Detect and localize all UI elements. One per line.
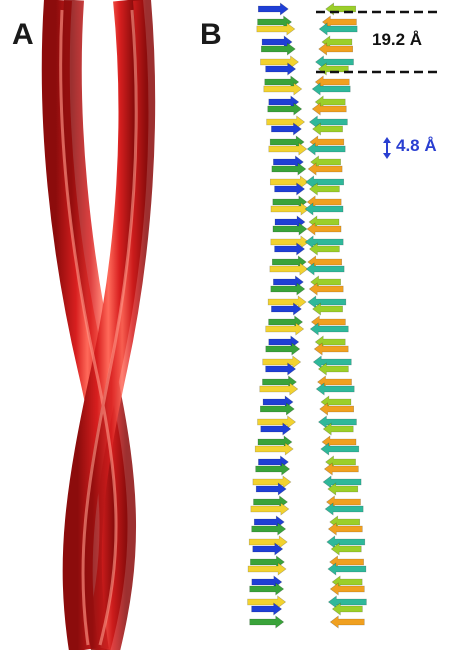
beta-strand-arrow [250,616,284,628]
pitch-measurement-label: 19.2 Å [372,30,422,50]
beta-strand-arrow [258,3,288,15]
rise-measurement-label: 4.8 Å [396,136,437,156]
double-arrow-vertical-icon [383,137,391,159]
strand-column-left [248,3,309,628]
beta-strand-arrow [330,616,364,628]
strand-column-right [305,3,366,628]
